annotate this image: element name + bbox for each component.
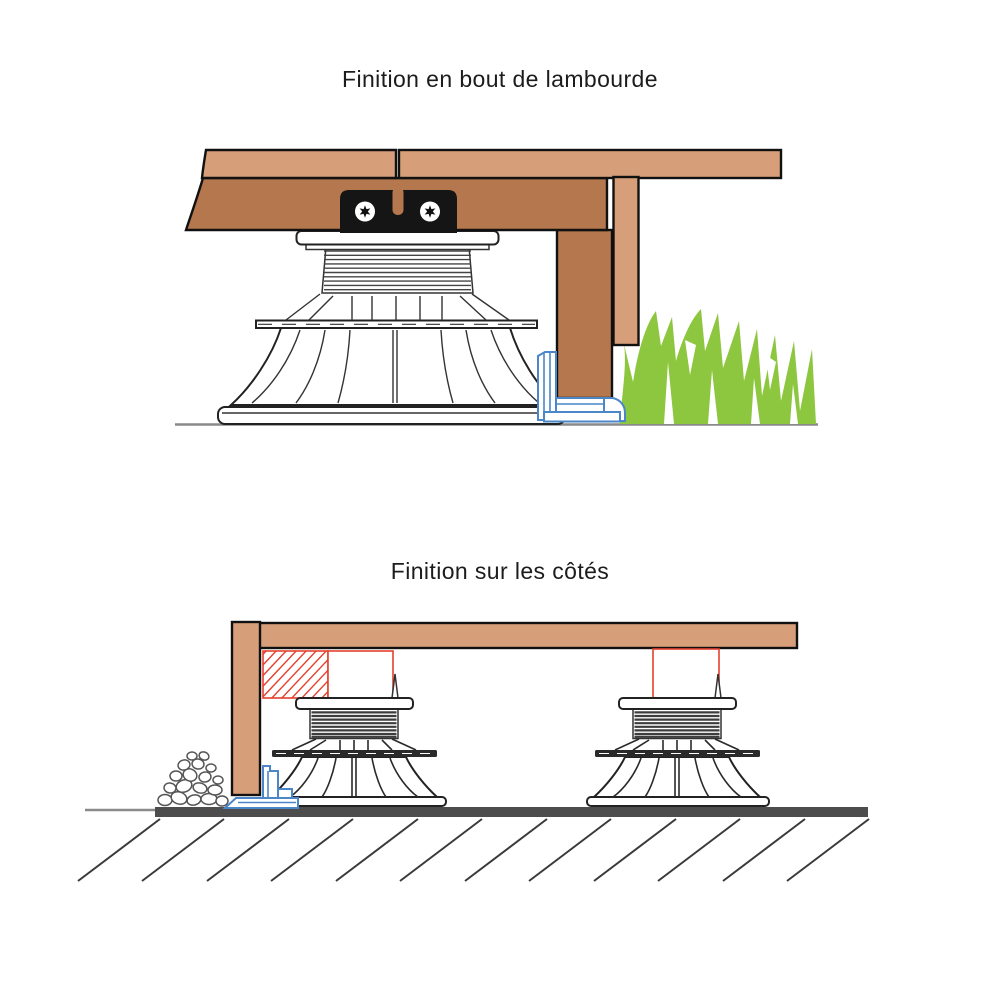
side-blue-clip [222,765,299,809]
deck-board-right [397,148,783,180]
pedestal-base-plate [217,406,566,425]
side-fascia-board [230,620,262,797]
gravel [157,751,229,807]
figure1-title: Finition en bout de lambourde [342,66,658,92]
pedestal-spokes [285,293,510,321]
pedestal-flange [255,319,538,329]
joist-outline-red-2 [652,648,720,699]
figure-finition-sur-les-cotes [77,620,870,882]
pedestal-thread [321,245,474,294]
end-of-joist-blue-clip [537,351,626,423]
torx-screw-left [355,201,375,222]
grass [620,309,816,424]
adjustable-pedestal [217,230,566,425]
pedestal-bell [228,327,561,406]
deck-board [256,621,799,650]
joist-end-vertical [555,228,614,400]
pedestal-head-plate [295,230,500,246]
joist-section-hatched [262,650,329,699]
joist-fixing-bracket [340,187,457,233]
torx-screw-right [420,201,440,222]
joist-outline-red-1 [327,650,394,699]
figure-finition-bout-de-lambourde [175,148,818,426]
pedestal-bell-ribs [251,329,540,404]
figure2-title: Finition sur les côtés [390,558,610,584]
hatched-ground [77,818,870,882]
concrete-slab [155,807,868,817]
fascia-board [612,175,640,347]
bracket-notch [392,187,404,215]
deck-board-left [200,148,398,180]
